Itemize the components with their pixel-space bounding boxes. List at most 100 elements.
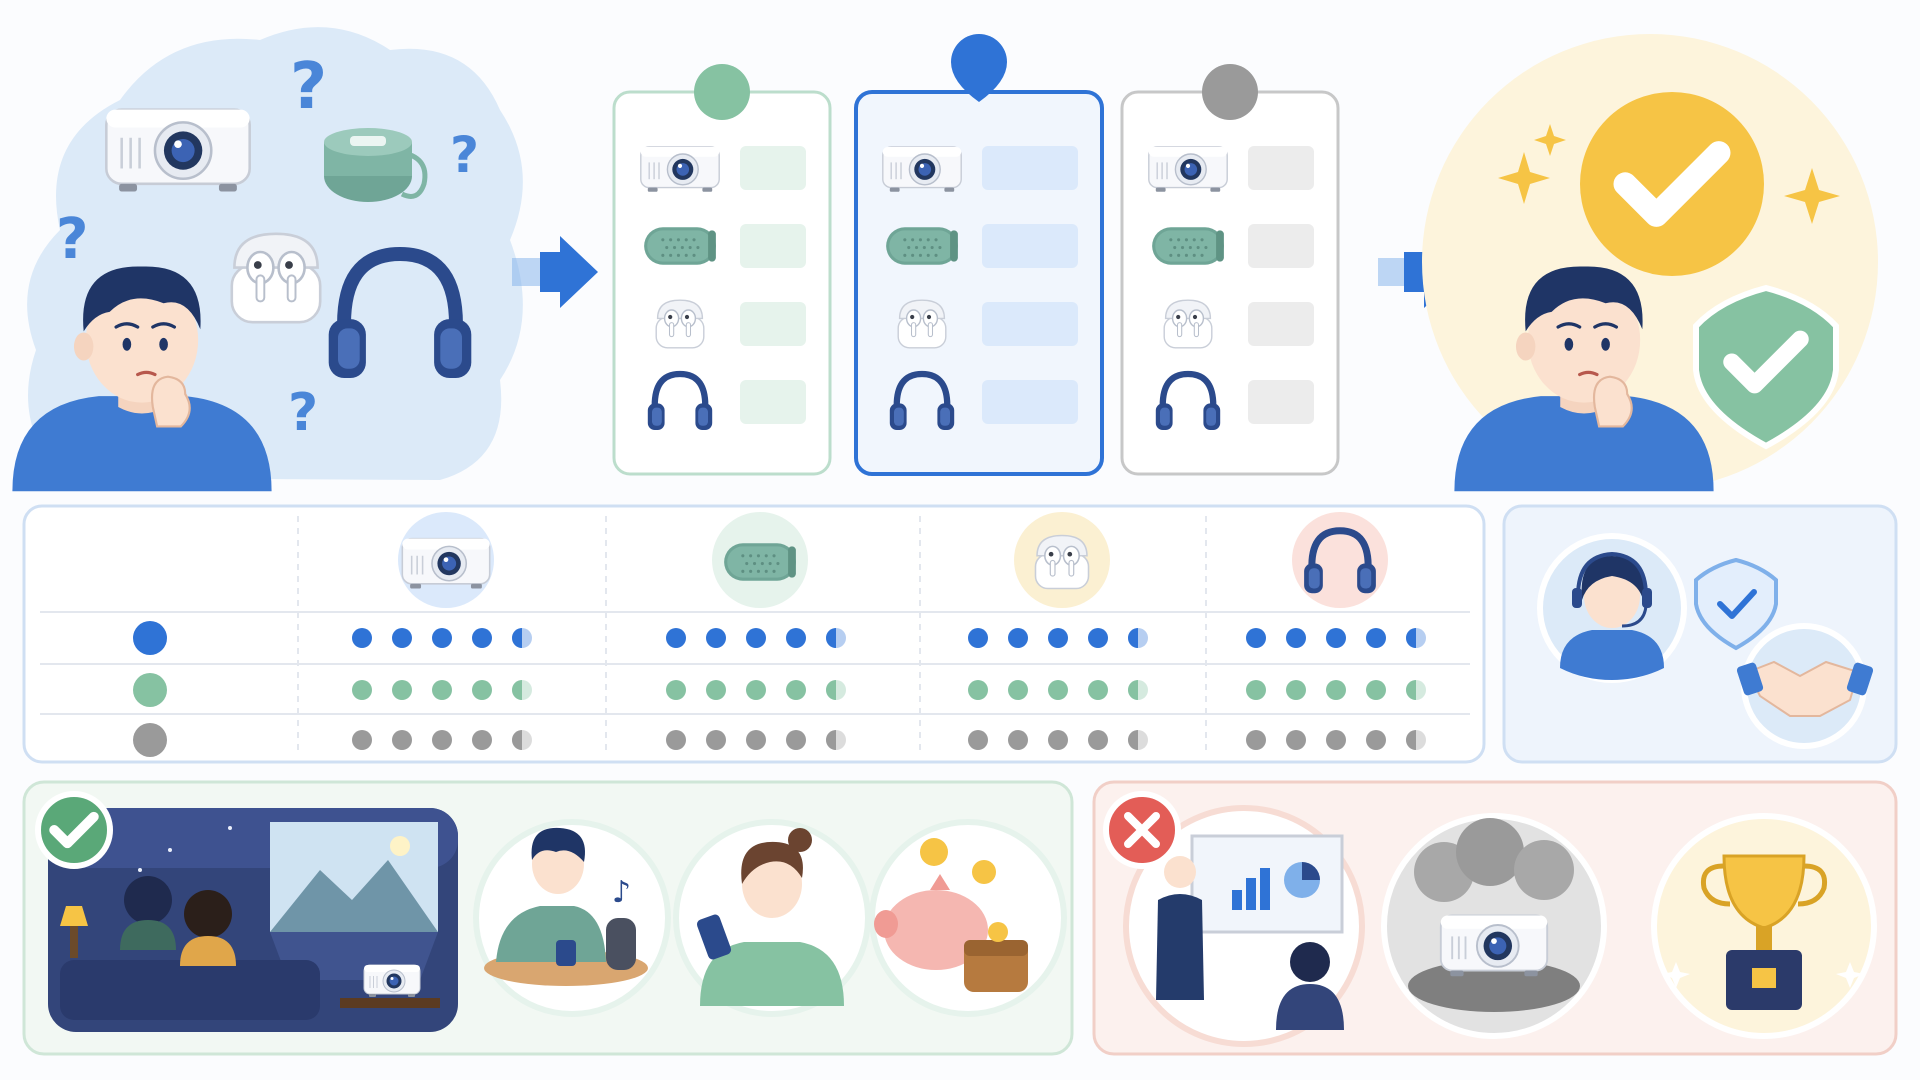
- spec-placeholder-bar: [740, 146, 806, 190]
- product-column-header: [1292, 512, 1388, 608]
- projector-icon: [882, 146, 962, 193]
- rating-dot: [666, 628, 686, 648]
- shield-check-icon: [1693, 284, 1839, 450]
- rating-dot: [706, 628, 726, 648]
- rating-dot: [666, 680, 686, 700]
- rating-dot: [1008, 680, 1028, 700]
- customer-support-agent-icon: [1537, 533, 1687, 683]
- rating-row: [133, 621, 1426, 655]
- selected-pin-marker: [951, 34, 1007, 102]
- rating-dot: [352, 628, 372, 648]
- rating-dots: [666, 730, 846, 750]
- arrow-right-icon: [512, 236, 598, 308]
- product-column-header: [1014, 512, 1110, 608]
- rating-dot: [1366, 730, 1386, 750]
- option-card[interactable]: [854, 34, 1104, 476]
- rating-dot: [352, 730, 372, 750]
- projector-icon: [1148, 146, 1228, 193]
- spec-placeholder-bar: [982, 224, 1078, 268]
- rating-dot: [1326, 628, 1346, 648]
- row-color-marker: [133, 723, 167, 757]
- rating-table: [22, 504, 1486, 764]
- rating-dot: [786, 680, 806, 700]
- rating-dots: [352, 680, 532, 700]
- rating-dot: [432, 680, 452, 700]
- projector-icon: [105, 108, 251, 193]
- rating-dot: [472, 730, 492, 750]
- rating-dot: [472, 628, 492, 648]
- sparkle-icon: [1498, 124, 1840, 224]
- rating-dot: [392, 680, 412, 700]
- spec-placeholder-bar: [1248, 224, 1314, 268]
- option-cards: [612, 34, 1340, 476]
- option-card[interactable]: [1120, 64, 1340, 476]
- rating-dot: [1048, 628, 1068, 648]
- rating-dot: [968, 680, 988, 700]
- shield-check-icon: [1694, 557, 1778, 651]
- rating-dot: [392, 730, 412, 750]
- rating-dot: [352, 680, 372, 700]
- question-mark-icon: ? ? ? ?: [56, 50, 479, 443]
- rating-dots: [968, 628, 1148, 648]
- speaker-icon: [644, 227, 716, 265]
- spec-placeholder-bar: [982, 146, 1078, 190]
- spec-placeholder-bar: [740, 380, 806, 424]
- spec-placeholder-bar: [740, 224, 806, 268]
- earbuds-icon: [655, 299, 705, 349]
- svg-text:?: ?: [290, 50, 327, 124]
- rating-dot: [1366, 680, 1386, 700]
- svg-text:?: ?: [450, 126, 479, 184]
- rating-dot: [1008, 730, 1028, 750]
- rating-dot: [666, 730, 686, 750]
- option-marker: [694, 64, 750, 120]
- rating-dot: [786, 628, 806, 648]
- home-cinema-scene: [48, 808, 458, 1032]
- rating-dot: [1048, 680, 1068, 700]
- speaker-icon: [886, 227, 958, 265]
- confident-shopper-illustration: [1422, 34, 1878, 493]
- rating-dot: [1088, 680, 1108, 700]
- spec-placeholder-bar: [982, 380, 1078, 424]
- rating-dots: [666, 680, 846, 700]
- rating-dot: [1246, 730, 1266, 750]
- rating-dot: [1366, 628, 1386, 648]
- rating-dot: [1246, 680, 1266, 700]
- rating-dot: [1048, 730, 1068, 750]
- rating-dot: [392, 628, 412, 648]
- earbuds-icon: [230, 232, 322, 324]
- earbuds-icon: [897, 299, 947, 349]
- speaker-icon: [724, 543, 796, 581]
- option-card[interactable]: [612, 64, 832, 476]
- svg-text:?: ?: [56, 207, 88, 272]
- thought-bubble-tiny: [42, 384, 58, 400]
- projector-icon: [401, 537, 491, 590]
- good-uses-panel: ♪: [22, 780, 1074, 1056]
- rating-dot: [1286, 628, 1306, 648]
- rating-dots: [1246, 628, 1426, 648]
- business-presentation-scene: [1123, 805, 1365, 1047]
- spec-placeholder-bar: [740, 302, 806, 346]
- svg-text:♪: ♪: [612, 875, 631, 910]
- rating-row: [133, 673, 1426, 707]
- bad-uses-panel: [1092, 780, 1898, 1056]
- handshake-icon: [1736, 623, 1874, 749]
- rating-dot: [1088, 730, 1108, 750]
- rating-dot: [432, 730, 452, 750]
- rating-dot: [1008, 628, 1028, 648]
- spec-placeholder-bar: [1248, 146, 1314, 190]
- rating-dots: [666, 628, 846, 648]
- phone-listening-scene: [673, 819, 871, 1017]
- dusty-projector-scene: [1381, 813, 1607, 1039]
- rating-dot: [706, 680, 726, 700]
- music-listening-scene: ♪: [473, 819, 671, 1017]
- rating-dots: [352, 730, 532, 750]
- rating-dot: [432, 628, 452, 648]
- approved-check-icon: [35, 791, 113, 869]
- rating-dot: [1286, 680, 1306, 700]
- product-column-header: [712, 512, 808, 608]
- rating-dot: [968, 628, 988, 648]
- rating-dot: [786, 730, 806, 750]
- rating-dots: [1246, 680, 1426, 700]
- support-panel: [1502, 504, 1898, 764]
- rating-dot: [968, 730, 988, 750]
